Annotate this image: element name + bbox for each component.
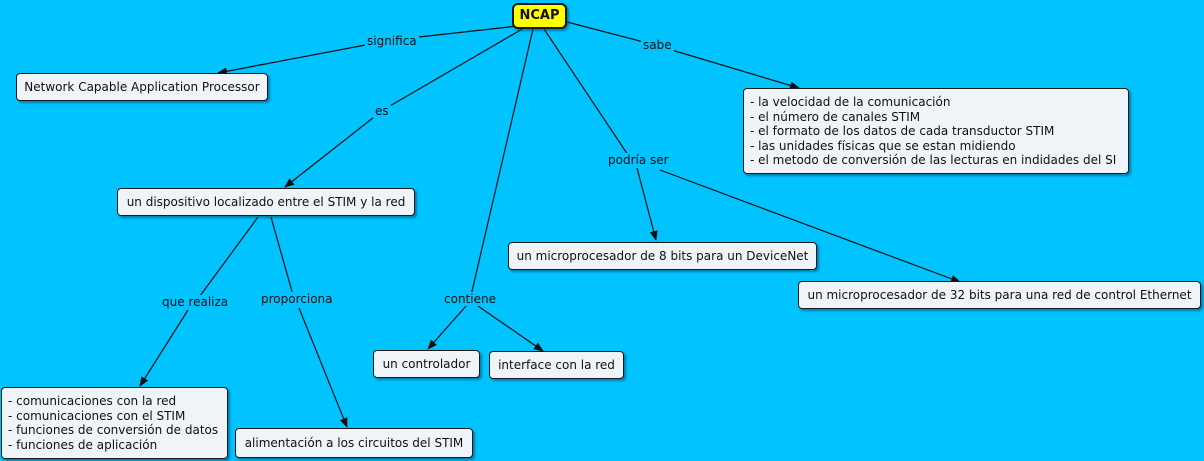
knowledge-line: - la velocidad de la comunicación (750, 95, 951, 109)
connector-ncap-sabe (566, 21, 656, 46)
root-concept-ncap[interactable]: NCAP (512, 3, 567, 29)
link-label-sabe: sabe (641, 38, 674, 52)
connector-device-realiza (196, 216, 259, 301)
concept-power-label: alimentación a los circuitos del STIM (244, 436, 464, 450)
concept-micro32[interactable]: un microprocesador de 32 bits para una r… (798, 281, 1201, 309)
concept-micro8[interactable]: un microprocesador de 8 bits para un Dev… (508, 242, 817, 270)
connector-podria-micro8 (636, 167, 658, 241)
concept-functions[interactable]: - comunicaciones con la red - comunicaci… (1, 387, 228, 459)
concept-micro32-label: un microprocesador de 32 bits para una r… (807, 288, 1192, 302)
connector-device-proporciona (270, 216, 294, 296)
knowledge-line: - el número de canales STIM (750, 109, 921, 124)
link-label-significa: significa (365, 34, 419, 48)
knowledge-line: - las unidades físicas que se estan midi… (750, 138, 1016, 153)
concept-device[interactable]: un dispositivo localizado entre el STIM … (117, 188, 415, 216)
concept-controller-label: un controlador (382, 357, 471, 371)
knowledge-line: - el metodo de conversión de las lectura… (750, 153, 1117, 167)
root-concept-label: NCAP (519, 8, 560, 23)
functions-line: - funciones de aplicación (8, 437, 158, 452)
connector-podria-micro32 (659, 169, 961, 283)
link-label-que-realiza: que realiza (160, 295, 231, 309)
connector-significa-meaning (217, 39, 393, 76)
concept-meaning-label: Network Capable Application Processor (24, 80, 260, 94)
link-label-contiene: contiene (442, 292, 498, 306)
concept-controller[interactable]: un controlador (373, 350, 480, 378)
link-label-es: es (373, 104, 391, 118)
connector-ncap-podria (543, 28, 631, 159)
knowledge-line: - el formato de los datos de cada transd… (750, 124, 1055, 138)
link-label-proporciona: proporciona (259, 292, 335, 306)
concept-power[interactable]: alimentación a los circuitos del STIM (235, 428, 473, 458)
connector-contiene-interface (477, 305, 544, 352)
concept-micro8-label: un microprocesador de 8 bits para un Dev… (516, 249, 809, 263)
concept-knowledge[interactable]: - la velocidad de la comunicación - el n… (743, 88, 1129, 174)
connector-ncap-es (382, 27, 525, 111)
connector-realiza-functions (139, 309, 189, 387)
connector-sabe-knowledge (654, 44, 800, 90)
concept-meaning[interactable]: Network Capable Application Processor (16, 73, 268, 101)
connector-ncap-contiene (469, 28, 534, 301)
link-label-podria-ser: podría ser (606, 153, 671, 167)
functions-line: - comunicaciones con la red (8, 394, 177, 408)
concept-device-label: un dispositivo localizado entre el STIM … (126, 195, 406, 209)
concept-interface-label: interface con la red (498, 358, 615, 372)
connector-es-device (284, 109, 384, 188)
functions-line: - funciones de conversión de datos (8, 423, 219, 437)
functions-line: - comunicaciones con el STIM (8, 408, 186, 423)
connector-contiene-controller (427, 305, 467, 350)
connector-proporciona-power (298, 307, 348, 428)
concept-interface[interactable]: interface con la red (489, 351, 624, 379)
